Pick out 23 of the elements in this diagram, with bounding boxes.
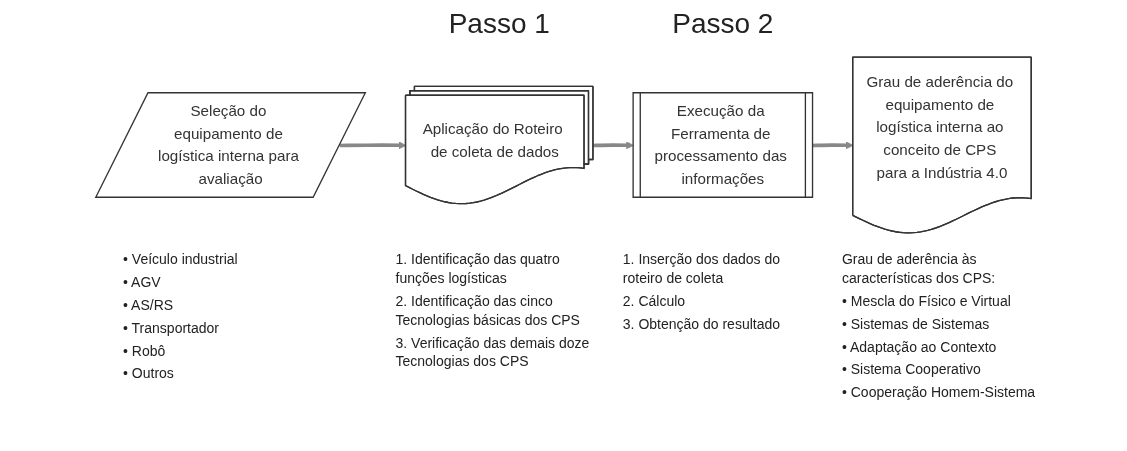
list-item: • Robô <box>123 341 167 361</box>
list-item: • Cooperação Homem-Sistema <box>841 383 1037 403</box>
list-item: 2. Identificação das cinco Tecnologias básicas dos CPS <box>395 291 581 330</box>
list-item: • AGV <box>123 272 162 292</box>
step-heading: Passo 2 <box>672 8 774 40</box>
step-heading: Passo 1 <box>448 8 550 40</box>
list-item: 3. Obtenção do resultado <box>622 314 782 334</box>
list-item: • Veículo industrial <box>123 250 239 269</box>
list-item: 1. Inserção dos dados do roteiro de coleta <box>622 250 782 288</box>
list-item: • Sistemas de Sistemas <box>841 314 991 334</box>
list-item: 3. Verificação das demais doze Tecnologias dos CPS <box>395 333 591 372</box>
arrow <box>812 141 854 150</box>
list-item: • Transportador <box>123 318 220 338</box>
list-item: Grau de aderência às características dos CPS: <box>841 250 997 288</box>
arrow <box>593 141 634 150</box>
list-item: • AS/RS <box>123 295 175 315</box>
list-item: • Mescla do Físico e Virtual <box>841 291 1012 311</box>
list-item: 1. Identificação das quatro funções logísticas <box>395 250 561 288</box>
list-item: • Outros <box>123 364 175 384</box>
arrow <box>339 141 407 150</box>
list-item: 2. Cálculo <box>622 291 687 311</box>
list-item: • Adaptação ao Contexto <box>841 337 998 357</box>
list-item: • Sistema Cooperativo <box>841 360 982 380</box>
